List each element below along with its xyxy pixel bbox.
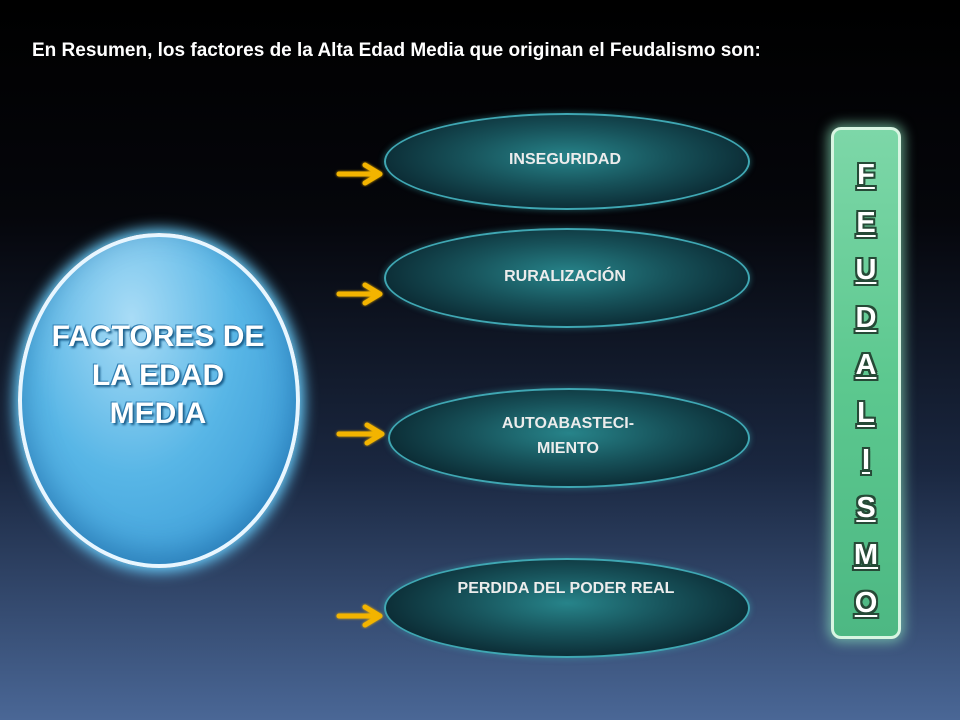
feudalismo-letter: D: [855, 301, 877, 334]
factor-autoabastecimiento: [388, 388, 750, 488]
factor-inseguridad: [384, 113, 750, 210]
factor-inseguridad-label: INSEGURIDAD: [508, 151, 621, 168]
factor-autoabastecimiento-label: AUTOABASTECI-MIENTO: [501, 415, 635, 457]
factor-perdida-label: PERDIDA DEL PODER REAL: [457, 580, 675, 597]
feudalismo-letter: F: [857, 159, 875, 191]
feudalismo-letter: S: [856, 491, 876, 524]
main-node-circle: [18, 233, 300, 568]
arrow-to-inseguridad: [336, 162, 383, 186]
arrow-to-ruralizacion: [336, 282, 383, 306]
factor-perdida: [384, 558, 750, 658]
factor-ruralizacion: [384, 228, 750, 328]
main-node-label: FACTORES DE LA EDAD MEDIA: [51, 320, 265, 431]
slide-title: En Resumen, los factores de la Alta Edad…: [32, 40, 761, 61]
feudalismo-letter: E: [856, 206, 876, 239]
feudalismo-letter: M: [853, 539, 879, 571]
feudalismo-letter: I: [861, 444, 871, 476]
arrow-to-perdida: [336, 604, 383, 628]
factor-ruralizacion-label: RURALIZACIÓN: [504, 268, 626, 285]
feudalismo-box: [831, 127, 901, 639]
feudalismo-letter: U: [855, 254, 877, 286]
feudalismo-letter: O: [854, 586, 878, 619]
feudalismo-letter: L: [857, 396, 875, 429]
feudalismo-label: F E U D A L I S M O: [831, 152, 901, 627]
feudalismo-letter: A: [855, 349, 877, 381]
arrow-to-autoabastecimiento: [336, 422, 385, 446]
